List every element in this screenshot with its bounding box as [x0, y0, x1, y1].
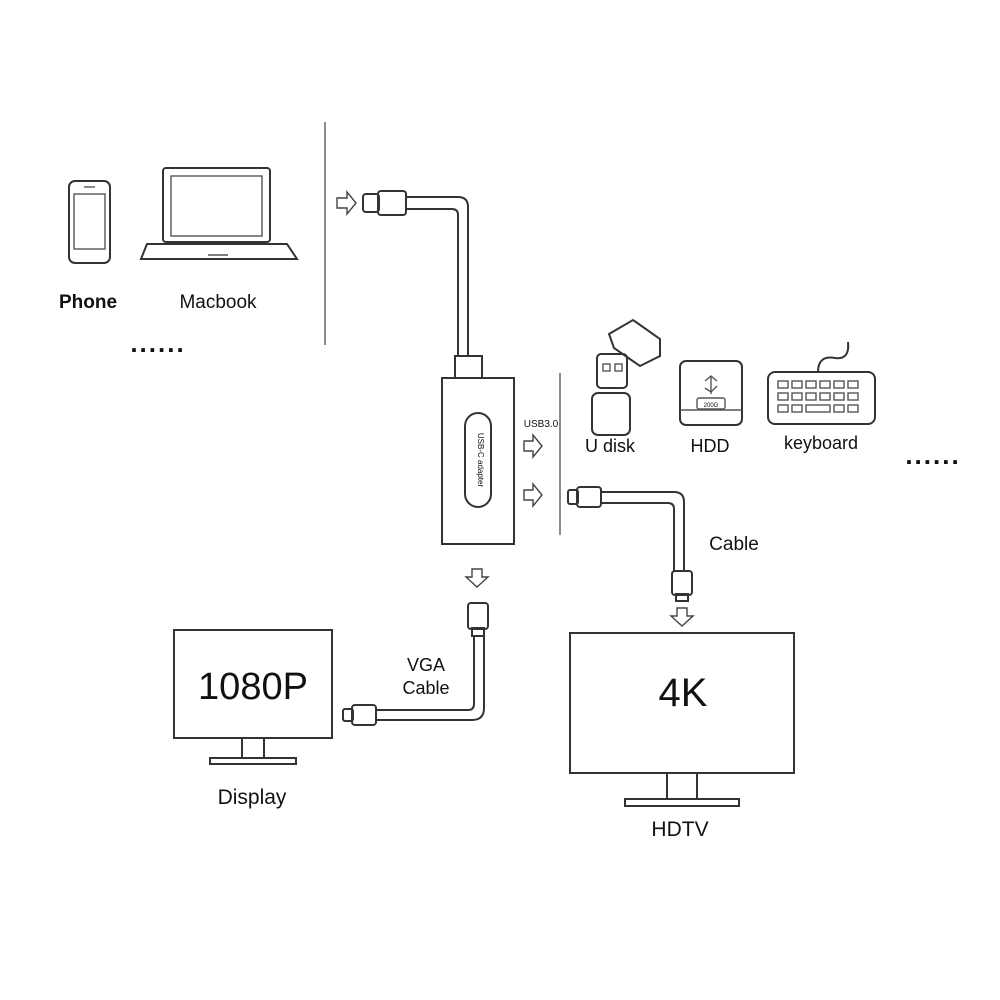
hdmi-cable-label: Cable: [709, 534, 759, 555]
usb-c-connector-icon: [362, 190, 407, 216]
hdmi-port-arrow-icon: [523, 482, 543, 508]
phone-icon: [68, 180, 111, 264]
more-peripherals-ellipsis: ......: [905, 440, 960, 470]
hdtv-resolution-text: 4K: [659, 671, 708, 715]
hdmi-cable: [601, 491, 685, 571]
udisk-label: U disk: [585, 436, 636, 456]
tv-icon: [569, 632, 795, 807]
vga-cable: [376, 636, 485, 721]
hdd-label: HDD: [691, 436, 730, 456]
phone-label: Phone: [59, 292, 117, 313]
keyboard-icon: [767, 341, 876, 425]
laptop-icon: [139, 167, 299, 260]
hdd-capacity: 200G: [704, 403, 719, 409]
hdmi-connector-icon: [567, 486, 602, 508]
usb-c-cable: [406, 196, 469, 356]
monitor-icon: [173, 629, 333, 765]
vga-connector-icon: [467, 602, 489, 637]
usb-drive-icon: [591, 318, 661, 436]
macbook-label: Macbook: [179, 292, 257, 313]
vga-connector-icon: [342, 704, 377, 726]
hdtv-arrow-icon: [669, 607, 695, 627]
usb-c-adapter: USB-C adapter: [441, 355, 515, 545]
vga-label-line1: VGA: [407, 655, 445, 675]
vga-arrow-icon: [464, 568, 490, 588]
hdtv-label: HDTV: [651, 818, 708, 841]
hdmi-connector-icon: [671, 570, 693, 602]
usb-port-arrow-icon: [523, 433, 543, 459]
display-resolution-text: 1080P: [198, 666, 308, 708]
more-sources-ellipsis: ......: [130, 328, 185, 358]
input-arrow-icon: [336, 190, 357, 216]
display-label: Display: [218, 786, 287, 809]
usb3-port-label: USB3.0: [524, 419, 559, 430]
adapter-label: USB-C adapter: [476, 433, 485, 488]
vga-label-line2: Cable: [402, 678, 449, 698]
keyboard-label: keyboard: [784, 433, 858, 453]
hdd-icon: 200G: [679, 360, 743, 426]
